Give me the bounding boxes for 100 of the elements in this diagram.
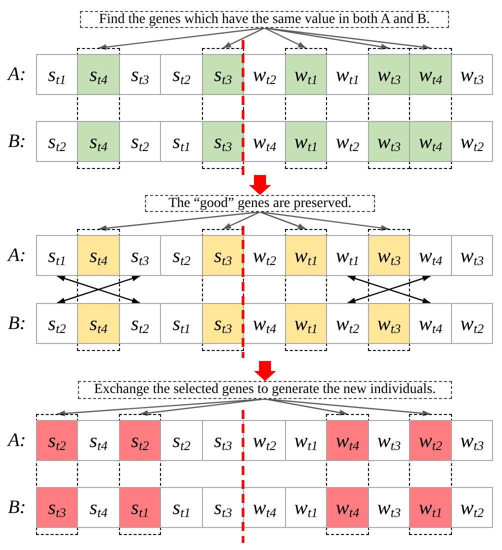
gene-label: s$_{t2}$: [172, 430, 190, 450]
gene-label: w$_{t2}$: [418, 430, 442, 450]
gene-label: w$_{t2}$: [252, 246, 276, 266]
arrow: [98, 211, 260, 232]
gene-label: w$_{t4}$: [418, 246, 442, 266]
gene-cell: [243, 235, 286, 276]
gene-label: s$_{t2}$: [172, 246, 190, 266]
gene-label: w$_{t2}$: [252, 430, 276, 450]
note-box: [145, 195, 375, 212]
gene-cell: [202, 235, 244, 276]
gene-label: w$_{t4}$: [336, 430, 360, 450]
gene-label: w$_{t1}$: [294, 64, 318, 84]
gene-label: s$_{t4}$: [90, 314, 108, 334]
gene-label: w$_{t4}$: [336, 498, 360, 518]
arrow: [264, 27, 306, 49]
gene-cell: [409, 54, 452, 95]
crossed-double-arrows: [347, 275, 431, 304]
gene-cell: [36, 487, 78, 528]
gene-label: w$_{t2}$: [460, 314, 484, 334]
gene-label: w$_{t3}$: [377, 246, 401, 266]
gene-cell: [77, 420, 120, 461]
gene-label: s$_{t1}$: [172, 132, 190, 152]
selection-outline: [368, 48, 410, 169]
row-label: A:: [8, 431, 26, 450]
gene-label: w$_{t2}$: [460, 498, 484, 518]
gene-cell: [326, 121, 369, 162]
gene-cell: [409, 303, 452, 344]
gene-cell: [285, 121, 327, 162]
gene-label: w$_{t1}$: [418, 498, 442, 518]
arrow: [222, 211, 260, 230]
gene-label: w$_{t2}$: [252, 64, 276, 84]
gene-label: w$_{t2}$: [336, 132, 360, 152]
gene-cell: [243, 303, 286, 344]
gene-cell: [451, 54, 493, 95]
gene-label: w$_{t4}$: [418, 314, 442, 334]
gene-cell: [285, 303, 327, 344]
gene-label: w$_{t4}$: [418, 64, 442, 84]
gene-label: w$_{t1}$: [294, 246, 318, 266]
gene-label: w$_{t3}$: [377, 314, 401, 334]
gene-label: w$_{t4}$: [418, 132, 442, 152]
gene-cell: [326, 303, 369, 344]
gene-cell: [36, 235, 78, 276]
gene-label: w$_{t3}$: [377, 64, 401, 84]
block-arrow: [249, 175, 271, 195]
gene-cell: [77, 487, 120, 528]
gene-label: s$_{t3}$: [214, 314, 232, 334]
gene-cell: [368, 235, 410, 276]
gene-cell: [160, 303, 203, 344]
selection-outline: [119, 414, 161, 535]
gene-cell: [202, 54, 244, 95]
selection-outline: [326, 414, 369, 535]
gene-label: w$_{t3}$: [460, 246, 484, 266]
gene-cell: [160, 54, 203, 95]
gene-label: s$_{t3}$: [131, 246, 149, 266]
gene-label: w$_{t4}$: [252, 498, 276, 518]
gene-cell: [326, 235, 369, 276]
selection-outline: [202, 48, 244, 169]
gene-cell: [202, 121, 244, 162]
step-caption: Find the genes which have the same value in both A and B.: [99, 12, 430, 26]
gene-label: w$_{t1}$: [336, 246, 360, 266]
gene-label: s$_{t4}$: [90, 430, 108, 450]
gene-cell: [285, 487, 327, 528]
selection-outline: [202, 229, 244, 351]
gene-label: s$_{t4}$: [90, 246, 108, 266]
gene-label: w$_{t1}$: [294, 314, 318, 334]
gene-label: s$_{t2}$: [131, 132, 149, 152]
gene-cell: [451, 420, 493, 461]
gene-label: w$_{t4}$: [252, 314, 276, 334]
gene-cell: [368, 487, 410, 528]
gene-cell: [326, 54, 369, 95]
arrow: [260, 211, 306, 230]
gene-label: s$_{t2}$: [131, 430, 149, 450]
step-caption: The “good” genes are preserved.: [168, 196, 352, 210]
gene-cell: [119, 303, 161, 344]
gene-cell: [119, 121, 161, 162]
gene-cell: [243, 420, 286, 461]
gene-label: s$_{t2}$: [48, 430, 66, 450]
selection-outline: [368, 229, 410, 351]
gene-label: s$_{t1}$: [48, 246, 66, 266]
step-caption: Exchange the selected genes to generate the new individuals.: [94, 383, 436, 397]
gene-label: s$_{t3}$: [131, 64, 149, 84]
selection-outline: [77, 48, 120, 169]
gene-cell: [119, 235, 161, 276]
gene-cell: [36, 121, 78, 162]
gene-label: s$_{t3}$: [214, 246, 232, 266]
selection-outline: [77, 229, 120, 351]
gene-cell: [160, 121, 203, 162]
row-label: A:: [8, 246, 26, 265]
gene-label: w$_{t2}$: [460, 132, 484, 152]
gene-cell: [202, 303, 244, 344]
gene-label: w$_{t1}$: [294, 430, 318, 450]
gene-label: s$_{t1}$: [131, 498, 149, 518]
gene-cell: [160, 420, 203, 461]
gene-label: w$_{t1}$: [294, 498, 318, 518]
selection-outline: [285, 229, 327, 351]
gene-cell: [451, 235, 493, 276]
gene-cell: [77, 235, 120, 276]
gene-label: w$_{t3}$: [377, 498, 401, 518]
gene-cell: [119, 54, 161, 95]
gene-cell: [243, 121, 286, 162]
